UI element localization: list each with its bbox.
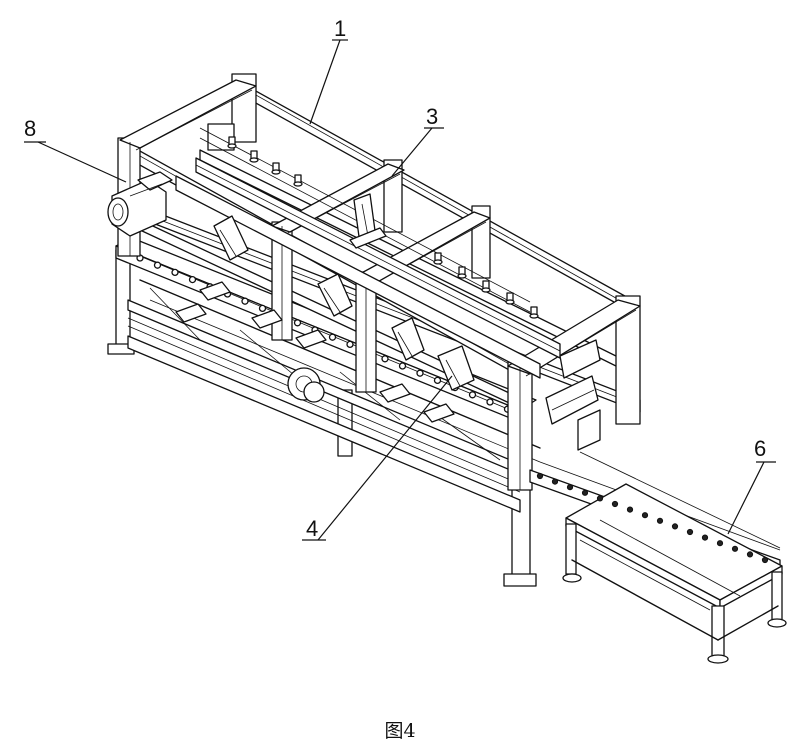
label-1: 1	[334, 16, 346, 41]
label-6: 6	[754, 436, 766, 461]
label-8: 8	[24, 116, 36, 141]
callouts: 1 3 8 4 6	[24, 16, 776, 541]
roller	[293, 319, 302, 327]
roller	[486, 398, 494, 406]
conveyor-roller	[671, 523, 679, 530]
bolt-nut	[433, 259, 443, 265]
label-3: 3	[426, 104, 438, 129]
roller	[328, 333, 337, 341]
roller	[241, 297, 249, 305]
conveyor-roller	[596, 495, 604, 502]
bolt-nut	[505, 299, 515, 305]
clamp-blocks	[175, 281, 455, 423]
bolt-nut	[457, 273, 467, 279]
conveyor-roller	[566, 484, 574, 491]
roller	[416, 369, 424, 377]
pusher-plates	[213, 215, 475, 391]
outfeed-table	[529, 451, 787, 664]
roller	[171, 268, 179, 277]
figure-caption: 图4	[384, 720, 416, 742]
bolt-nut	[481, 287, 491, 293]
roller	[433, 376, 442, 385]
bolt-nut	[293, 181, 303, 187]
right-bracket	[545, 339, 601, 451]
label-4: 4	[306, 516, 318, 541]
roller	[468, 391, 477, 399]
drive-gear	[287, 367, 325, 403]
roller	[381, 355, 389, 363]
bolt-nut	[249, 157, 259, 163]
conveyor-roller	[626, 506, 634, 513]
conveyor-roller	[641, 512, 649, 519]
conveyor-roller	[746, 551, 754, 558]
roller	[398, 362, 407, 370]
roller	[188, 275, 197, 284]
base-frame	[107, 249, 541, 587]
motor	[107, 171, 173, 237]
conveyor-roller	[716, 540, 724, 547]
conveyor-roller	[536, 472, 544, 480]
bolt-row	[227, 136, 539, 319]
clamp-beam	[175, 123, 561, 379]
conveyor-roller	[551, 478, 559, 485]
roller	[258, 304, 267, 313]
conveyor-roller	[761, 556, 769, 564]
roller	[153, 261, 162, 269]
conveyor-roller	[581, 489, 589, 496]
conveyor-roller	[731, 545, 739, 552]
conveyor-roller	[656, 517, 664, 524]
roller	[346, 340, 354, 349]
bolt-nut	[227, 143, 237, 149]
outfeed-rollers	[536, 472, 769, 564]
conveyor-roller	[701, 534, 709, 541]
bolt-nut	[529, 313, 539, 319]
conveyor-roller	[686, 528, 694, 536]
conveyor-roller	[611, 500, 619, 508]
actuator	[349, 193, 387, 249]
bolt-nut	[271, 169, 281, 175]
